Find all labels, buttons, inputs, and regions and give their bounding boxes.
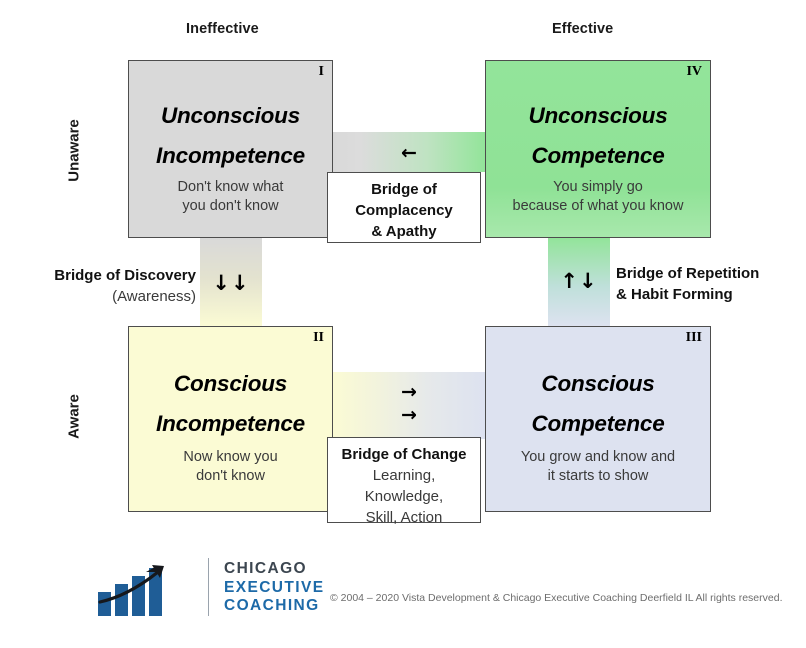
bridge-complacency-line2: Complacency — [355, 202, 453, 219]
arrow-updown-repetition: ↑↓ — [560, 268, 598, 293]
bridge-discovery-line2: (Awareness) — [112, 288, 196, 305]
quadrant-title-line2: Incompetence — [156, 143, 305, 168]
connector-left-vertical — [200, 238, 262, 326]
arrow-right-change-1: → — [401, 381, 417, 403]
logo-word-chicago: CHICAGO — [224, 560, 307, 577]
connector-top-horizontal — [333, 132, 485, 172]
quadrant-subtitle-line2: don't know — [196, 468, 265, 484]
logo-divider — [208, 558, 209, 616]
row-header-aware: Aware — [65, 394, 83, 439]
quadrant-subtitle-line1: Now know you — [183, 449, 278, 465]
quadrant-subtitle-line2: because of what you know — [512, 198, 684, 214]
quadrant-numeral-ii: II — [313, 330, 324, 345]
quadrant-subtitle-line1: You grow and know and — [520, 449, 676, 465]
quadrant-subtitle-line2: you don't know — [182, 198, 279, 214]
quadrant-title-line1: Unconscious — [528, 103, 668, 128]
quadrant-title-line1: Conscious — [541, 371, 655, 396]
logo-wordmark: CHICAGO EXECUTIVE COACHING — [224, 560, 324, 616]
bridge-change-line2: Learning, — [372, 467, 436, 484]
bridge-repetition-line2: & Habit Forming — [616, 286, 733, 303]
logo-word-coaching: COACHING — [224, 597, 320, 614]
arrow-right-change-2: → — [401, 404, 417, 426]
quadrant-numeral-iv: IV — [686, 64, 702, 79]
quadrant-subtitle-line2: it starts to show — [547, 468, 649, 484]
bridge-change-label: Bridge of Change Learning, Knowledge, Sk… — [327, 437, 481, 526]
bridge-change-line4: Skill, Action — [365, 509, 443, 526]
row-header-unaware: Unaware — [65, 119, 83, 182]
connector-bottom-horizontal — [333, 372, 485, 439]
growth-bars-icon — [96, 562, 188, 616]
quadrant-title-line2: Incompetence — [156, 411, 305, 436]
quadrant-conscious-competence: III Conscious Competence You grow and kn… — [485, 326, 711, 512]
quadrant-title-line1: Conscious — [173, 371, 288, 396]
quadrant-title-line2: Competence — [531, 411, 665, 436]
logo-word-executive: EXECUTIVE — [224, 578, 325, 596]
bridge-repetition-label: Bridge of Repetition & Habit Forming — [616, 263, 806, 305]
quadrant-unconscious-incompetence: I Unconscious Incompetence Don't know wh… — [128, 60, 333, 238]
quadrant-title-line2: Competence — [531, 143, 665, 168]
column-header-ineffective: Ineffective — [186, 21, 259, 37]
column-header-effective: Effective — [552, 21, 614, 37]
arrow-right-change-group: → → — [333, 381, 485, 427]
connector-right-vertical — [548, 238, 610, 326]
quadrant-conscious-incompetence: II Conscious Incompetence Now know you d… — [128, 326, 333, 512]
quadrant-subtitle-line1: You simply go — [553, 179, 643, 195]
bridge-complacency-label: Bridge of Complacency & Apathy — [327, 172, 481, 243]
quadrant-subtitle-line1: Don't know what — [177, 179, 284, 195]
arrow-left-complacency: ← — [401, 141, 417, 164]
bridge-complacency-line3: & Apathy — [371, 223, 437, 240]
bridge-repetition-line1: Bridge of Repetition — [616, 265, 760, 282]
bridge-change-line1: Bridge of Change — [341, 446, 467, 463]
bridge-discovery-line1: Bridge of Discovery — [54, 267, 196, 284]
copyright-notice: © 2004 – 2020 Vista Development & Chicag… — [330, 592, 783, 604]
quadrant-title-line1: Unconscious — [160, 103, 301, 128]
bridge-change-line3: Knowledge, — [364, 488, 444, 505]
chicago-executive-coaching-logo: CHICAGO EXECUTIVE COACHING — [96, 556, 323, 618]
arrow-down-discovery: ↓↓ — [212, 270, 250, 295]
quadrant-numeral-iii: III — [685, 330, 702, 345]
bridge-discovery-label: Bridge of Discovery (Awareness) — [28, 265, 196, 307]
quadrant-unconscious-competence: IV Unconscious Competence You simply go … — [485, 60, 711, 238]
bridge-complacency-line1: Bridge of — [371, 181, 437, 198]
quadrant-numeral-i: I — [318, 64, 324, 79]
